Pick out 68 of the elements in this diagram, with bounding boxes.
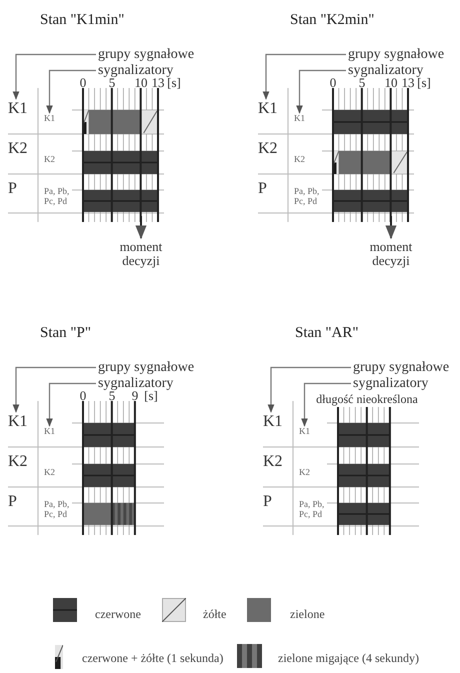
group-label: K1 [258,100,278,118]
signal-label: K1 [44,427,55,437]
axis-note: długość nieokreślona [316,393,418,406]
tick-label: 5 [108,76,116,90]
group-label: K2 [8,140,28,158]
legend-label: czerwone [95,608,141,622]
annotation-text: sygnalizatory [98,376,174,392]
legend-label: żółte [203,608,226,622]
tick-label: 10 [134,76,148,90]
panel-title: Stan "AR" [295,325,359,342]
tick-label: 5 [358,76,366,90]
tick-label: 0 [80,76,86,90]
leader-line [301,382,351,427]
legend-label: zielone [290,608,325,622]
annotation-text: moment decyzji [119,240,163,269]
annotation-text: grupy sygnałowe [348,47,444,62]
leader-line [12,366,96,413]
annotation-text: grupy sygnałowe [98,360,194,376]
legend-label: zielone migające (4 sekundy) [278,652,419,666]
annotation-text: grupy sygnałowe [353,360,450,376]
group-label: P [8,493,17,511]
leader-line [12,54,96,100]
annotation-text: sygnalizatory [98,63,174,78]
group-label: K1 [8,100,28,118]
group-label: P [263,493,272,511]
annotation-text: moment decyzji [369,240,413,269]
tick-label: [s] [144,389,158,404]
tick-label: 5 [108,389,116,404]
signal-label: K2 [299,468,310,478]
tick-label: 0 [80,389,86,404]
signal-label: K2 [294,155,305,165]
legend-label: czerwone + żółte (1 sekunda) [82,652,224,666]
tick-label: 13 [402,76,414,90]
signal-label: Pa, Pb, Pc, Pd [44,187,78,207]
annotation-text: sygnalizatory [348,63,424,78]
group-label: K1 [263,413,283,431]
tick-label: [s] [417,76,431,90]
group-label: K2 [263,453,283,471]
leader-line [268,366,351,413]
leader-line [46,382,96,427]
panel-title: Stan "P" [40,325,92,342]
signal-label: Pa, Pb, Pc, Pd [44,500,78,520]
signal-label: Pa, Pb, Pc, Pd [299,500,333,520]
tick-label: 9 [132,389,138,404]
tick-label: [s] [167,76,181,90]
tick-label: 13 [152,76,164,90]
group-label: K2 [8,453,28,471]
decision-arrow [385,216,397,240]
group-label: K2 [258,140,278,158]
decision-arrow [135,216,147,240]
tick-label: 0 [330,76,336,90]
annotation-text: sygnalizatory [353,376,428,392]
group-label: P [8,180,17,198]
panel-title: Stan "K2min" [290,12,374,28]
tick-label: 10 [384,76,398,90]
group-label: P [258,180,267,198]
annotation-text: grupy sygnałowe [98,47,194,62]
panel-title: Stan "K1min" [40,12,124,28]
signal-label: K2 [44,468,55,478]
signal-label: K1 [44,114,55,124]
signal-label: K2 [44,155,55,165]
leader-line [262,54,346,100]
signal-label: Pa, Pb, Pc, Pd [294,187,328,207]
leader-line [296,70,346,114]
signal-label: K1 [294,114,305,124]
signal-label: K1 [299,427,310,437]
leader-line [46,70,96,114]
group-label: K1 [8,413,28,431]
